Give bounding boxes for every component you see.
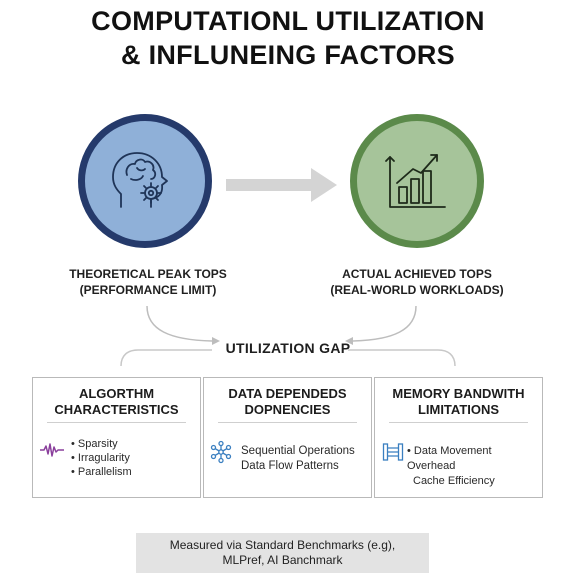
divider — [47, 422, 186, 423]
theoretical-label-line1: THEORETICAL PEAK TOPS — [69, 267, 227, 281]
factor-box-data-dependencies: DATA DEPENDEDS DOPNENCIES Sequential Ope… — [203, 377, 372, 498]
factor-title-line2: CHARACTERISTICS — [54, 402, 179, 417]
factor-box-memory-bandwidth: MEMORY BANDWITH LIMITATIONS • Data Movem… — [374, 377, 543, 498]
waveform-icon — [40, 443, 64, 457]
factor-title-line1: MEMORY BANDWITH — [392, 386, 525, 401]
actual-tops-label: ACTUAL ACHIEVED TOPS (REAL-WORLD WORKLOA… — [312, 266, 522, 298]
actual-label-line2: (REAL-WORLD WORKLOADS) — [330, 283, 504, 297]
flow-arrow — [226, 168, 337, 202]
benchmark-note-line1: Measured via Standard Benchmarks (e.g), — [169, 538, 396, 552]
factor-title: DATA DEPENDEDS DOPNENCIES — [204, 386, 371, 418]
divider — [218, 422, 357, 423]
network-nodes-icon — [210, 440, 232, 464]
diagram-title-line1: COMPUTATIONL UTILIZATION — [91, 6, 485, 36]
list-item: • Sparsity — [71, 438, 118, 450]
theoretical-label-line2: (PERFORMANCE LIMIT) — [79, 283, 217, 297]
list-item: Cache Efficiency — [413, 475, 495, 487]
theoretical-tops-label: THEORETICAL PEAK TOPS (PERFORMANCE LIMIT… — [48, 266, 248, 298]
utilization-gap-label: UTILIZATION GAP — [225, 340, 351, 356]
theoretical-tops-circle — [78, 114, 212, 248]
list-item: Sequential Operations — [241, 445, 355, 457]
list-item: Data Flow Patterns — [241, 460, 339, 472]
benchmark-note-line2: MLPref, AI Banchmark — [222, 553, 343, 567]
factor-title: ALGORTHM CHARACTERISTICS — [33, 386, 200, 418]
list-item: • Parallelism — [71, 466, 132, 478]
actual-label-line1: ACTUAL ACHIEVED TOPS — [342, 267, 492, 281]
divider — [389, 422, 528, 423]
list-item: • Irragularity — [71, 452, 130, 464]
list-item: • Data Movement Overhead — [407, 445, 492, 472]
brain-gear-icon — [112, 152, 168, 208]
factor-title-line2: LIMITATIONS — [417, 402, 500, 417]
factor-item-list: • Data Movement Overhead Cache Efficienc… — [407, 444, 542, 489]
factor-title: MEMORY BANDWITH LIMITATIONS — [375, 386, 542, 418]
left-connector — [146, 305, 213, 342]
right-connector — [352, 305, 417, 342]
factor-item-list: Sequential Operations Data Flow Patterns — [241, 444, 355, 474]
factor-title-line1: ALGORTHM — [78, 386, 155, 401]
gap-bracket — [120, 349, 456, 367]
actual-tops-circle — [350, 114, 484, 248]
diagram-title-line2: & INFLUNEING FACTORS — [120, 40, 455, 70]
bar-chart-up-icon — [385, 154, 446, 208]
factor-title-line2: DOPNENCIES — [244, 402, 331, 417]
benchmark-note: Measured via Standard Benchmarks (e.g), … — [136, 533, 429, 573]
memory-bus-icon — [382, 443, 404, 461]
factor-title-line1: DATA DEPENDEDS — [228, 386, 347, 401]
factor-item-list: • Sparsity • Irragularity • Parallelism — [71, 437, 132, 479]
factor-box-algorithm: ALGORTHM CHARACTERISTICS • Sparsity • Ir… — [32, 377, 201, 498]
